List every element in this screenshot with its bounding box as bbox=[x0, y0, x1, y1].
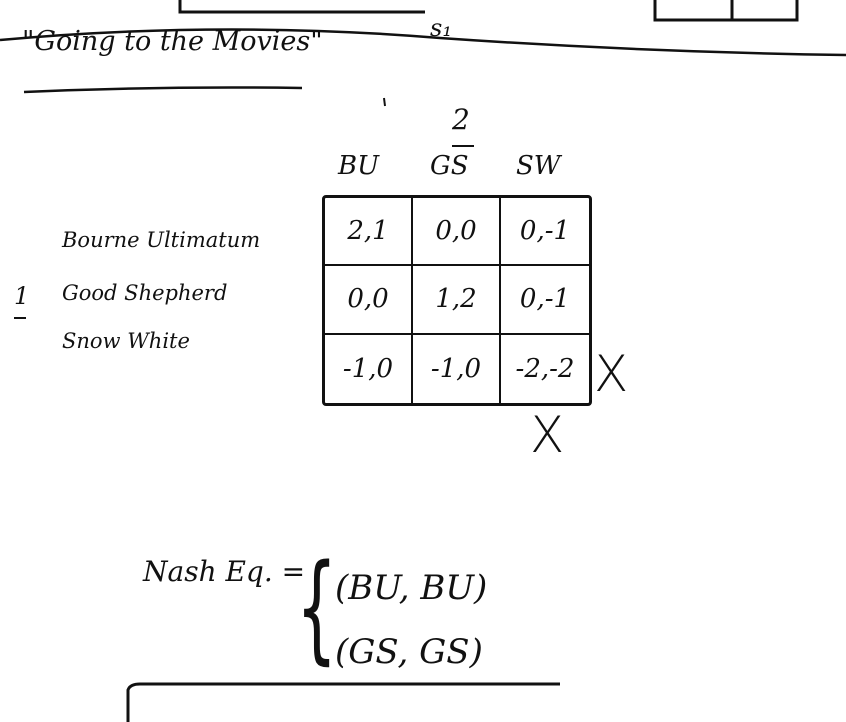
payoff-cell: 0,0 bbox=[413, 198, 501, 267]
payoff-cell: 0,-1 bbox=[501, 266, 589, 335]
payoff-cell: -1,0 bbox=[413, 334, 501, 403]
stray-tick bbox=[383, 97, 386, 107]
payoff-cell: -2,-2 bbox=[515, 353, 575, 384]
page-title: "Going to the Movies" bbox=[22, 26, 323, 57]
equilibrium-item: (BU, BU) bbox=[335, 568, 488, 608]
column-header-sw: SW bbox=[516, 151, 561, 181]
payoff-matrix: 2,1 0,0 0,-1 0,0 1,2 0,-1 -1,0 -1,0 -2,-… bbox=[322, 195, 592, 406]
payoff-cell: 1,2 bbox=[413, 266, 501, 335]
top-right-box-edge bbox=[653, 0, 799, 22]
top-subscript-label: s₁ bbox=[430, 14, 452, 42]
top-left-box-edge bbox=[178, 0, 425, 14]
payoff-cell: 0,-1 bbox=[501, 198, 589, 267]
row-elimination-mark: X bbox=[594, 345, 629, 403]
column-header-bu: BU bbox=[338, 151, 380, 181]
divider-line bbox=[0, 28, 846, 57]
column-header-gs: GS bbox=[430, 151, 469, 181]
row-label-bourne-ultimatum: Bourne Ultimatum bbox=[62, 228, 261, 252]
title-underline bbox=[23, 86, 303, 94]
row-label-snow-white: Snow White bbox=[62, 329, 190, 353]
equilibrium-item: (GS, GS) bbox=[335, 632, 483, 672]
column-elimination-mark: X bbox=[530, 406, 565, 464]
bottom-box-edge bbox=[126, 682, 560, 722]
column-player-label: 2 bbox=[452, 103, 470, 136]
payoff-cell: -1,0 bbox=[325, 334, 413, 403]
payoff-cell: 2,1 bbox=[325, 198, 413, 267]
brace-icon: { bbox=[296, 538, 338, 676]
payoff-cell: 0,0 bbox=[325, 266, 413, 335]
row-player-label: 1 bbox=[14, 282, 30, 310]
nash-equilibrium-label: Nash Eq. = bbox=[143, 555, 306, 588]
row-label-good-shepherd: Good Shepherd bbox=[62, 281, 228, 305]
